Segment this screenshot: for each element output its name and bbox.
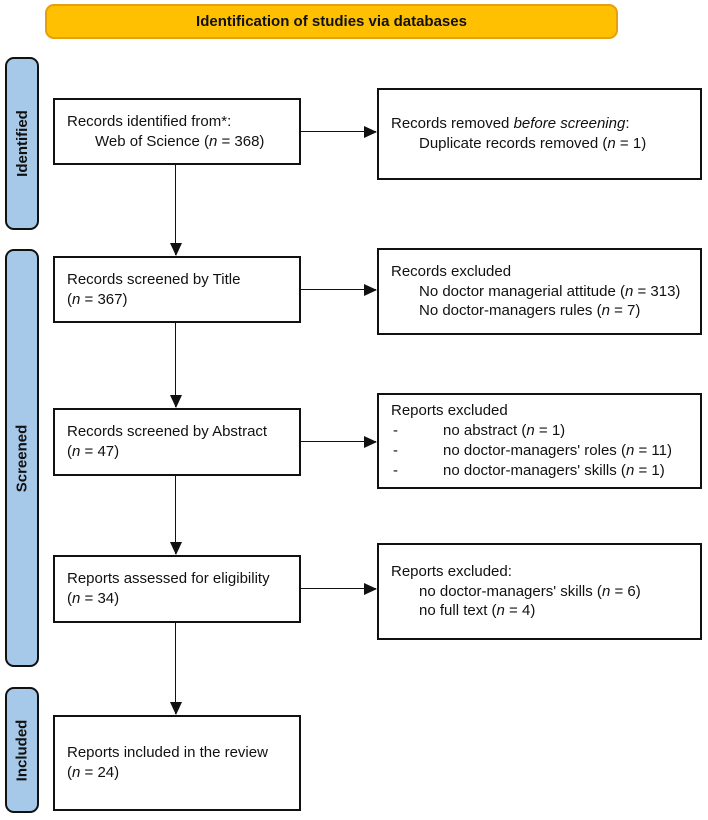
box-records-screened-by-title: Records screened by Title(n = 367) xyxy=(53,256,301,323)
stage-label-included-text: Included xyxy=(13,719,31,781)
box-reports-included-in-review: Reports included in the review(n = 24) xyxy=(53,715,301,811)
stage-label-identified-text: Identified xyxy=(13,110,31,177)
box-records-identified: Records identified from*:Web of Science … xyxy=(53,98,301,165)
stage-label-screened-text: Screened xyxy=(13,424,31,492)
banner-identification-of-studies: Identification of studies via databases xyxy=(45,4,618,39)
stage-label-included: Included xyxy=(5,687,39,813)
arrow-down-identified-to-title-screen xyxy=(175,165,176,255)
box-reports-assessed-for-eligibility: Reports assessed for eligibility(n = 34) xyxy=(53,555,301,623)
box-reports-excluded-eligibility: Reports excluded:no doctor-managers' ski… xyxy=(377,543,702,640)
arrow-right-records-removed xyxy=(301,131,376,132)
stage-label-identified: Identified xyxy=(5,57,39,230)
banner-title: Identification of studies via databases xyxy=(196,13,467,30)
arrow-right-reports-excluded-abstract xyxy=(301,441,376,442)
box-records-removed-before-screening: Records removed before screening:Duplica… xyxy=(377,88,702,180)
arrow-right-reports-excluded-eligibility xyxy=(301,588,376,589)
box-reports-excluded-abstract: Reports excluded-no abstract (n = 1)-no … xyxy=(377,393,702,489)
stage-label-screened: Screened xyxy=(5,249,39,667)
arrow-down-eligibility-to-included xyxy=(175,623,176,714)
box-records-screened-by-abstract: Records screened by Abstract(n = 47) xyxy=(53,408,301,476)
arrow-down-title-to-abstract-screen xyxy=(175,323,176,407)
arrow-right-records-excluded-title xyxy=(301,289,376,290)
arrow-down-abstract-to-eligibility xyxy=(175,476,176,554)
